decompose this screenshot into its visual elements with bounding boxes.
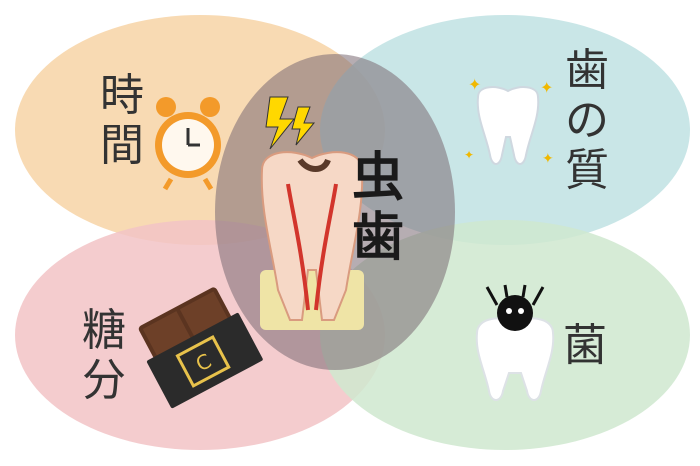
sparkling-tooth-icon: ✦ ✦ ✦ ✦ — [464, 75, 554, 167]
pain-lightning-icon — [265, 96, 316, 150]
bacteria-on-tooth-icon — [475, 284, 555, 401]
tooth-quality-label-char3: 質 — [565, 145, 609, 196]
time-label-char2: 間 — [100, 120, 144, 171]
svg-text:✦: ✦ — [540, 78, 553, 97]
center-label-char1: 虫 — [352, 148, 404, 208]
center-label-char2: 歯 — [352, 208, 404, 268]
svg-text:✦: ✦ — [464, 148, 474, 162]
sugar-label-char1: 糖 — [82, 305, 126, 356]
chocolate-bar-icon: C — [138, 287, 263, 409]
time-label-char1: 時 — [100, 70, 144, 121]
bacteria-label-char1: 菌 — [563, 320, 607, 371]
tooth-quality-label-char1: 歯 — [565, 45, 609, 96]
tooth-quality-label-char2: の — [565, 95, 609, 146]
svg-text:✦: ✦ — [542, 151, 554, 167]
sugar-label-char2: 分 — [82, 355, 126, 406]
svg-text:✦: ✦ — [468, 75, 481, 94]
tooth-cavity-cross-section-icon — [260, 151, 364, 330]
alarm-clock-icon — [155, 97, 221, 191]
